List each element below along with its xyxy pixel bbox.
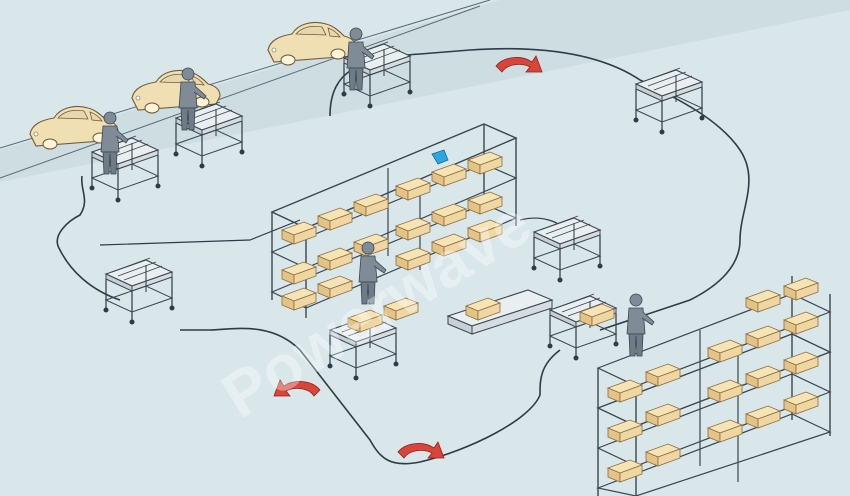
worker-icon — [626, 293, 655, 357]
assembly-line-road — [0, 0, 850, 182]
flow-arrow-icon — [397, 441, 445, 459]
road-edge-lower — [0, 5, 481, 179]
parts-tray — [446, 289, 554, 335]
cart-icon — [530, 215, 604, 284]
right-shelf-rack — [595, 276, 832, 496]
marker-icon — [431, 149, 449, 165]
cart-icon — [632, 67, 706, 136]
cart-icon — [102, 257, 176, 326]
central-shelf-rack — [270, 123, 518, 318]
